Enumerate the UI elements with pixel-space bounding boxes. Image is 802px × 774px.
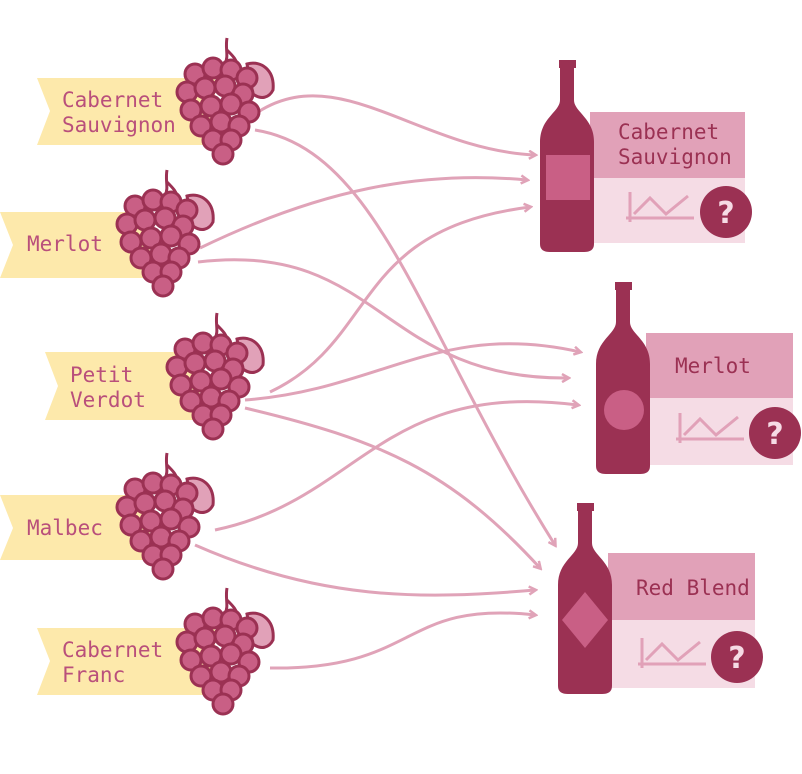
arrow-petitverdot-to-merlot — [244, 342, 580, 402]
grape-cluster-icon — [115, 451, 215, 581]
wine-name: Sauvignon — [618, 145, 732, 169]
question-icon — [700, 186, 752, 238]
grape-name: Petit — [70, 363, 133, 387]
grape-name: Merlot — [27, 232, 103, 256]
arrow-petitverdot-to-cabsauv — [269, 207, 530, 394]
grape-cluster-icon — [165, 311, 265, 441]
question-mark: ? — [766, 417, 783, 452]
grape-name: Malbec — [27, 516, 103, 540]
label-ribbon — [37, 78, 215, 145]
wine-card-red-blend: Red Blend ? — [558, 503, 763, 694]
wine-bottle-icon — [596, 282, 650, 474]
arrow-malbec-to-merlot — [214, 402, 578, 532]
question-icon — [749, 407, 801, 459]
arrow-cabsauv-to-redblend — [254, 128, 555, 545]
grape-name: Franc — [62, 663, 125, 687]
card-header — [590, 112, 745, 178]
question-mark: ? — [728, 641, 745, 676]
arrow-merlot-to-cabsauv — [199, 178, 527, 250]
label-ribbon — [0, 495, 150, 560]
arrow-malbec-to-redblend — [194, 543, 535, 597]
wine-card-merlot: Merlot ? — [596, 282, 801, 474]
grape-cluster-icon — [175, 586, 275, 716]
question-mark: ? — [717, 196, 734, 231]
wine-card-cabernet-sauvignon: Cabernet Sauvignon ? — [540, 60, 752, 252]
wine-name: Merlot — [675, 354, 751, 378]
label-ribbon — [37, 628, 215, 695]
label-ribbon — [0, 212, 150, 278]
label-ribbon — [45, 352, 200, 420]
question-icon — [711, 631, 763, 683]
bottle-label — [546, 155, 590, 200]
arrow-merlot-to-merlot — [197, 258, 568, 378]
arrow-petitverdot-to-redblend — [244, 406, 540, 568]
grape-item-petit-verdot: Petit Verdot — [45, 311, 265, 441]
grape-item-cabernet-franc: Cabernet Franc — [37, 586, 275, 716]
wine-name: Red Blend — [636, 576, 750, 600]
grape-name: Sauvignon — [62, 113, 176, 137]
wine-name: Cabernet — [618, 120, 719, 144]
grape-name: Cabernet — [62, 88, 163, 112]
arrow-cabsauv-to-cabsauv — [257, 94, 535, 155]
grape-cluster-icon — [175, 36, 275, 166]
arrow-cabfranc-to-redblend — [269, 613, 535, 670]
grape-item-malbec: Malbec — [0, 451, 215, 581]
connection-arrows — [194, 94, 580, 670]
grape-name: Cabernet — [62, 638, 163, 662]
card-header — [608, 553, 755, 620]
card-header — [646, 333, 793, 398]
bottle-label — [604, 390, 644, 430]
grape-item-merlot: Merlot — [0, 168, 215, 298]
bottle-label — [562, 592, 608, 648]
grape-name: Verdot — [70, 388, 146, 412]
grape-item-cabernet-sauvignon: Cabernet Sauvignon — [37, 36, 275, 166]
